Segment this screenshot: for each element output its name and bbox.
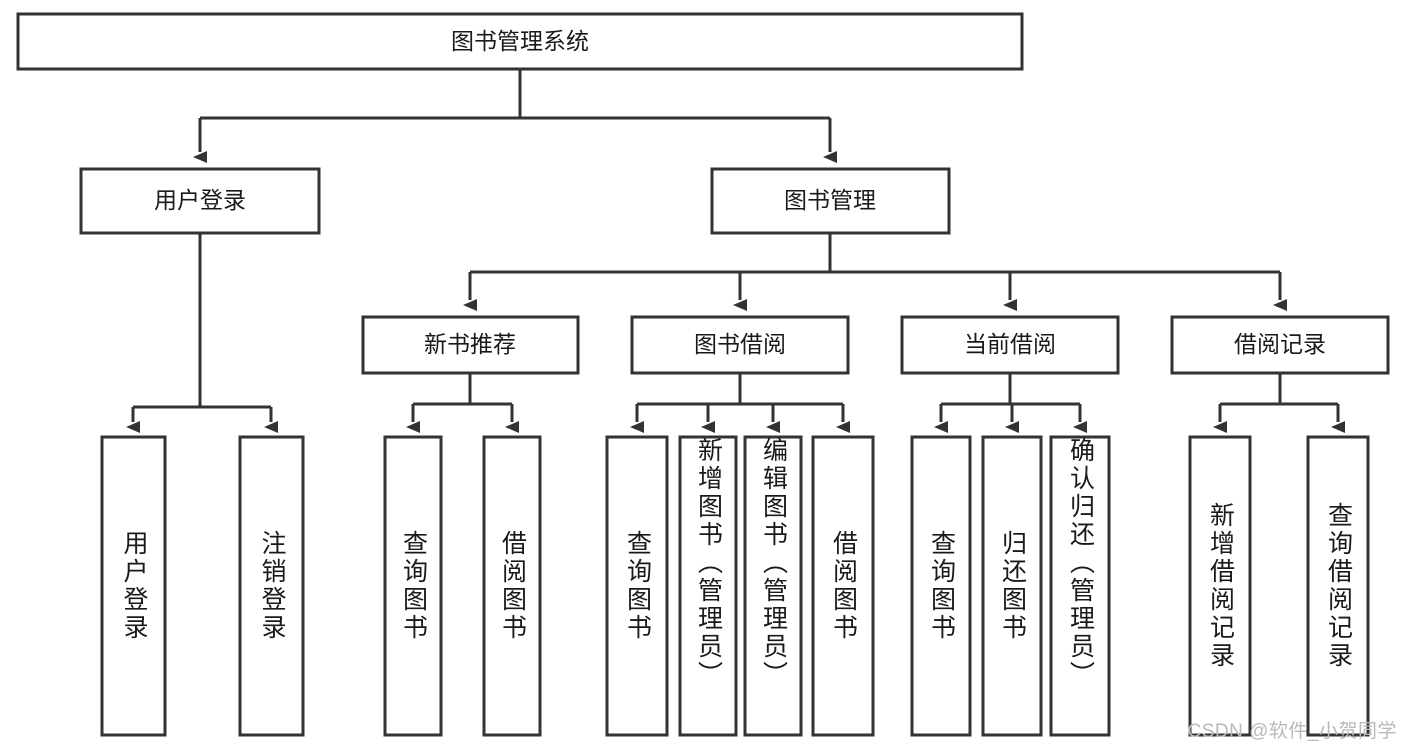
node-box-leaf-query-book-3[interactable] bbox=[910, 435, 972, 737]
node-book-management-system[interactable]: 图书管理系统 bbox=[16, 12, 1024, 71]
node-label-new-book-recommend: 新书推荐 bbox=[424, 331, 516, 357]
node-box-borrow-record[interactable] bbox=[1170, 315, 1390, 375]
connector-group-root bbox=[193, 69, 837, 163]
connector-group-book-borrow bbox=[630, 373, 850, 433]
node-book-manage[interactable]: 图书管理 bbox=[710, 167, 951, 235]
connector-group-book-manage bbox=[463, 233, 1287, 311]
node-box-leaf-add-record[interactable] bbox=[1188, 435, 1252, 737]
node-box-leaf-borrow-book-2[interactable] bbox=[811, 435, 875, 737]
node-label-book-borrow: 图书借阅 bbox=[694, 331, 786, 357]
csdn-watermark: CSDN @软件_小贺同学 bbox=[1187, 721, 1397, 742]
node-box-user-login[interactable] bbox=[79, 167, 321, 235]
node-box-book-borrow[interactable] bbox=[630, 315, 850, 375]
node-box-leaf-logout[interactable] bbox=[238, 435, 305, 737]
connector-group-new-book-recommend bbox=[406, 373, 519, 433]
node-box-leaf-borrow-book-1[interactable] bbox=[482, 435, 542, 737]
connector-group-user-login bbox=[126, 233, 278, 433]
node-label-root: 图书管理系统 bbox=[451, 28, 589, 54]
node-user-login[interactable]: 用户登录 bbox=[79, 167, 321, 235]
node-current-borrow[interactable]: 当前借阅 bbox=[900, 315, 1120, 375]
node-new-book-recommend[interactable]: 新书推荐 bbox=[361, 315, 580, 375]
node-borrow-record[interactable]: 借阅记录 bbox=[1170, 315, 1390, 375]
node-box-leaf-user-login[interactable] bbox=[100, 435, 167, 737]
connector-group-current-borrow bbox=[934, 373, 1087, 433]
node-box-leaf-query-book-1[interactable] bbox=[383, 435, 443, 737]
node-box-leaf-return-book[interactable] bbox=[981, 435, 1043, 737]
node-box-root[interactable] bbox=[16, 12, 1024, 71]
node-box-new-book-recommend[interactable] bbox=[361, 315, 580, 375]
node-box-current-borrow[interactable] bbox=[900, 315, 1120, 375]
node-box-leaf-query-book-2[interactable] bbox=[605, 435, 669, 737]
node-box-book-manage[interactable] bbox=[710, 167, 951, 235]
node-label-user-login: 用户登录 bbox=[154, 187, 246, 213]
node-label-book-manage: 图书管理 bbox=[784, 187, 876, 213]
node-box-leaf-edit-book[interactable] bbox=[743, 435, 803, 737]
node-box-leaf-add-book[interactable] bbox=[678, 435, 738, 737]
node-box-leaf-confirm-return[interactable] bbox=[1049, 435, 1111, 737]
node-label-borrow-record: 借阅记录 bbox=[1234, 331, 1326, 357]
node-box-leaf-query-record[interactable] bbox=[1306, 435, 1370, 737]
node-book-borrow[interactable]: 图书借阅 bbox=[630, 315, 850, 375]
node-label-current-borrow: 当前借阅 bbox=[964, 331, 1056, 357]
connector-group-borrow-record bbox=[1213, 373, 1345, 433]
leaf-boxes bbox=[100, 435, 1370, 737]
